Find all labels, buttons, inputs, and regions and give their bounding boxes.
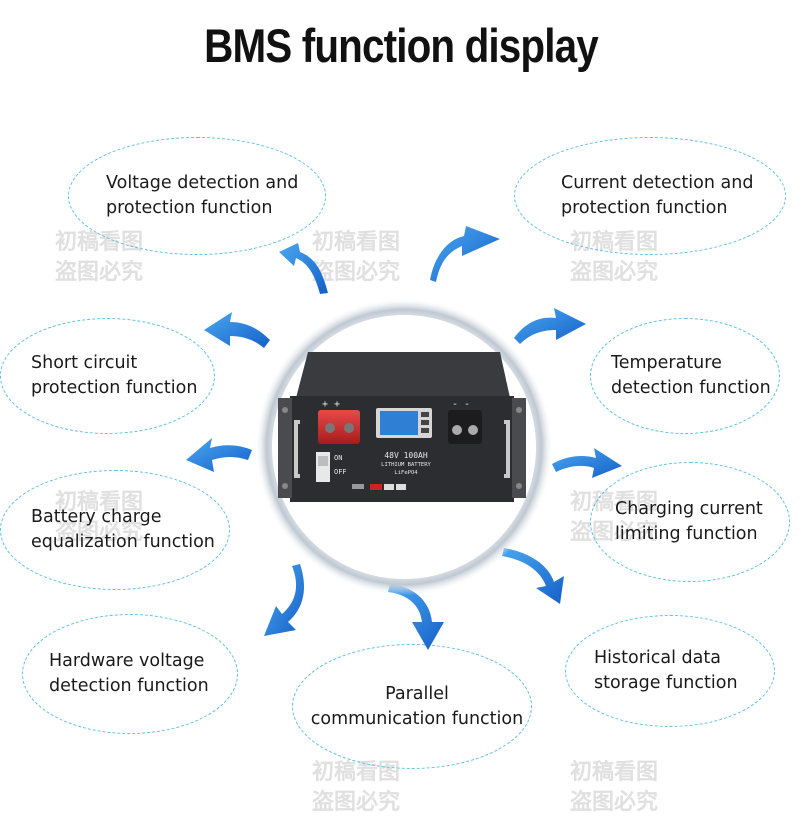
- arrow-icon: [279, 243, 328, 294]
- arrow-icon: [552, 448, 622, 478]
- function-label: Current detection and protection functio…: [561, 173, 754, 218]
- watermark: 初稿看图 盗图必究: [312, 230, 401, 285]
- battery-on-label: ON: [334, 454, 342, 462]
- function-label: Voltage detection and protection functio…: [106, 173, 299, 218]
- battery-chemistry-label: LiFePO4: [394, 470, 418, 476]
- arrow-icon: [502, 548, 564, 604]
- function-bubble: Historical data storage function: [565, 615, 775, 727]
- function-bubble: Short circuit protection function: [0, 318, 215, 434]
- function-bubble: Hardware voltage detection function: [22, 614, 238, 734]
- function-label: Parallel communication function: [310, 683, 524, 729]
- function-label: Charging current limiting function: [615, 499, 763, 544]
- function-bubble: Charging current limiting function: [590, 462, 790, 582]
- function-label: Hardware voltage detection function: [49, 651, 209, 696]
- function-bubble: Voltage detection and protection functio…: [68, 137, 326, 255]
- arrow-icon: [388, 584, 444, 650]
- function-bubble: Battery charge equalization function: [0, 470, 230, 590]
- battery-minus-label: - -: [452, 399, 470, 410]
- function-label: Temperature detection function: [611, 353, 771, 398]
- battery-model-label: 48V 100AH: [384, 451, 428, 460]
- function-label: Historical data storage function: [594, 648, 738, 693]
- arrow-group: [186, 226, 622, 650]
- function-label: Short circuit protection function: [31, 353, 198, 398]
- function-bubble: Parallel communication function: [292, 644, 532, 769]
- arrow-icon: [430, 226, 500, 282]
- function-bubble: Temperature detection function: [590, 318, 780, 434]
- arrows-and-battery: + + - - ON OFF 48V 100AH LITHIUM BATTERY…: [186, 226, 622, 650]
- battery-plus-label: + +: [322, 399, 340, 410]
- arrow-icon: [514, 308, 586, 344]
- arrow-icon: [204, 312, 270, 348]
- battery-image: [278, 352, 526, 502]
- arrow-icon: [186, 438, 252, 472]
- arrow-icon: [264, 564, 304, 636]
- function-bubble: Current detection and protection functio…: [514, 137, 786, 255]
- battery-type-label: LITHIUM BATTERY: [381, 462, 431, 468]
- diagram: BMS function display 初稿看图 盗图必究 初稿看图 盗图必究…: [0, 19, 790, 815]
- function-label: Battery charge equalization function: [31, 507, 215, 552]
- page-title: BMS function display: [204, 19, 599, 72]
- battery-off-label: OFF: [334, 468, 347, 476]
